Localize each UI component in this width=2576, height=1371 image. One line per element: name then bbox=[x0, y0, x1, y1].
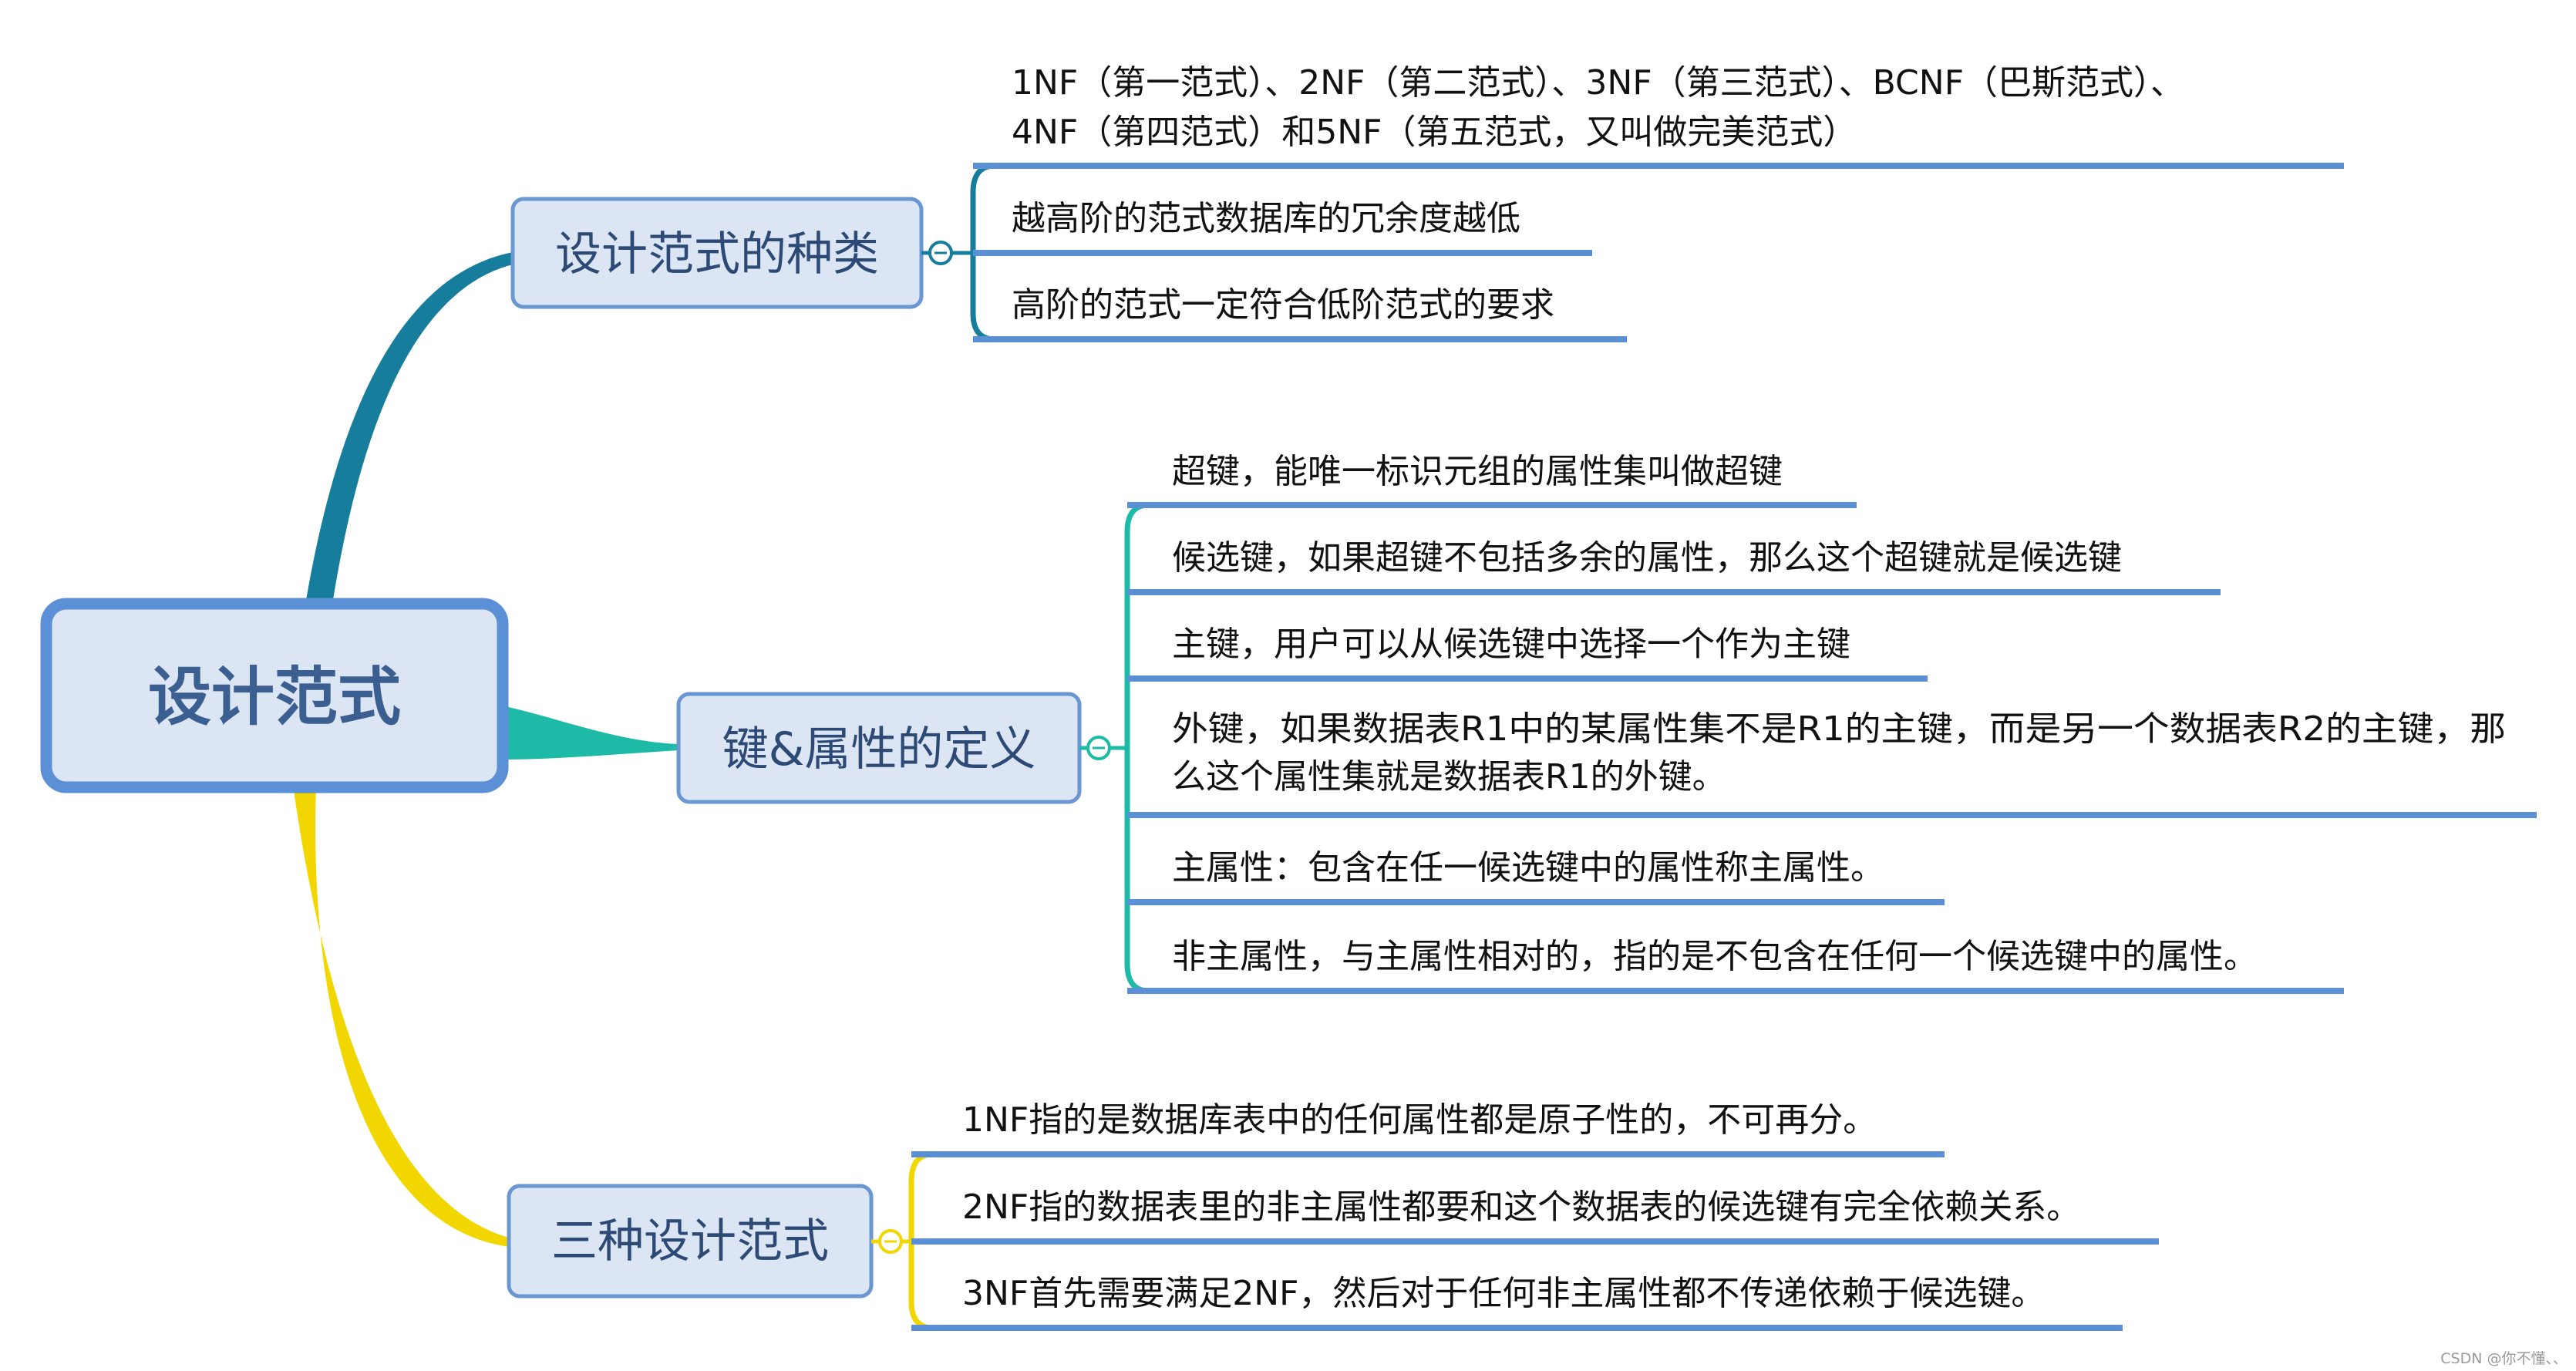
leaf-node[interactable]: 越高阶的范式数据库的冗余度越低 bbox=[973, 199, 1592, 256]
leaf-node[interactable]: 候选键，如果超键不包括多余的属性，那么这个超键就是候选键 bbox=[1127, 538, 2221, 595]
branch-keys-bracket bbox=[1124, 502, 1150, 994]
leaf-node[interactable]: 非主属性，与主属性相对的，指的是不包含在任何一个候选键中的属性。 bbox=[1127, 937, 2344, 994]
branch-keys-title: 键&属性的定义 bbox=[722, 723, 1036, 776]
leaf-node[interactable]: 超键，能唯一标识元组的属性集叫做超键 bbox=[1127, 452, 1857, 508]
leaf-node[interactable]: 1NF指的是数据库表中的任何属性都是原子性的，不可再分。 bbox=[911, 1100, 1945, 1157]
leaf-text: 高阶的范式一定符合低阶范式的要求 bbox=[1012, 285, 1554, 325]
leaf-node[interactable]: 1NF（第一范式）、2NF（第二范式）、3NF（第三范式）、BCNF（巴斯范式）… bbox=[973, 63, 2344, 169]
leaf-text: 外键，如果数据表R1中的某属性集不是R1的主键，而是另一个数据表R2的主键，那 bbox=[1172, 709, 2506, 749]
branch-node-keys[interactable]: 键&属性的定义 bbox=[676, 692, 1082, 804]
leaf-node[interactable]: 主属性：包含在任一候选键中的属性称主属性。 bbox=[1127, 848, 1945, 905]
branch-types-title: 设计范式的种类 bbox=[555, 227, 879, 281]
branch-keys-collapse-toggle[interactable] bbox=[1086, 736, 1111, 760]
leaf-text: 越高阶的范式数据库的冗余度越低 bbox=[1012, 199, 1520, 238]
leaf-text: 非主属性，与主属性相对的，指的是不包含在任何一个候选键中的属性。 bbox=[1172, 937, 2258, 976]
leaf-text: 1NF指的是数据库表中的任何属性都是原子性的，不可再分。 bbox=[962, 1100, 1877, 1140]
branch-node-types[interactable]: 设计范式的种类 bbox=[510, 197, 924, 309]
leaf-text: 主键，用户可以从候选键中选择一个作为主键 bbox=[1172, 625, 1850, 664]
branch-types-collapse-toggle[interactable] bbox=[928, 241, 953, 265]
root-node-box bbox=[40, 598, 509, 793]
leaf-node[interactable]: 主键，用户可以从候选键中选择一个作为主键 bbox=[1127, 625, 1928, 682]
watermark: CSDN @你不懂、、 bbox=[2440, 1350, 2568, 1367]
branch-node-normal-forms[interactable]: 三种设计范式 bbox=[507, 1184, 874, 1299]
branch-normal-forms-title: 三种设计范式 bbox=[551, 1214, 829, 1268]
leaf-text: 超键，能唯一标识元组的属性集叫做超键 bbox=[1172, 452, 1783, 491]
leaf-node[interactable]: 外键，如果数据表R1中的某属性集不是R1的主键，而是另一个数据表R2的主键，那 … bbox=[1127, 709, 2537, 818]
leaf-text: 3NF首先需要满足2NF，然后对于任何非主属性都不传递依赖于候选键。 bbox=[962, 1274, 2045, 1313]
connector-root-to-branch-normal-forms bbox=[293, 785, 509, 1247]
leaf-text: 2NF指的数据表里的非主属性都要和这个数据表的候选键有完全依赖关系。 bbox=[962, 1187, 2080, 1227]
connector-root-to-branch-types bbox=[305, 252, 513, 609]
leaf-text: 么这个属性集就是数据表R1的外键。 bbox=[1172, 757, 1726, 797]
leaf-text: 候选键，如果超键不包括多余的属性，那么这个超键就是候选键 bbox=[1172, 538, 2122, 578]
leaf-text: 1NF（第一范式）、2NF（第二范式）、3NF（第三范式）、BCNF（巴斯范式）… bbox=[1012, 63, 2184, 103]
leaf-node[interactable]: 2NF指的数据表里的非主属性都要和这个数据表的候选键有完全依赖关系。 bbox=[911, 1187, 2159, 1245]
root-node[interactable]: 设计范式 bbox=[40, 598, 509, 793]
leaf-node[interactable]: 高阶的范式一定符合低阶范式的要求 bbox=[973, 285, 1627, 342]
connector-root-to-branch-keys bbox=[505, 706, 679, 760]
branch-normal-forms-collapse-toggle[interactable] bbox=[878, 1229, 903, 1254]
leaf-text: 主属性：包含在任一候选键中的属性称主属性。 bbox=[1172, 848, 1884, 888]
leaf-node[interactable]: 3NF首先需要满足2NF，然后对于任何非主属性都不传递依赖于候选键。 bbox=[911, 1274, 2123, 1331]
root-title: 设计范式 bbox=[148, 661, 401, 734]
leaf-text: 4NF（第四范式）和5NF（第五范式，又叫做完美范式） bbox=[1012, 113, 1857, 152]
